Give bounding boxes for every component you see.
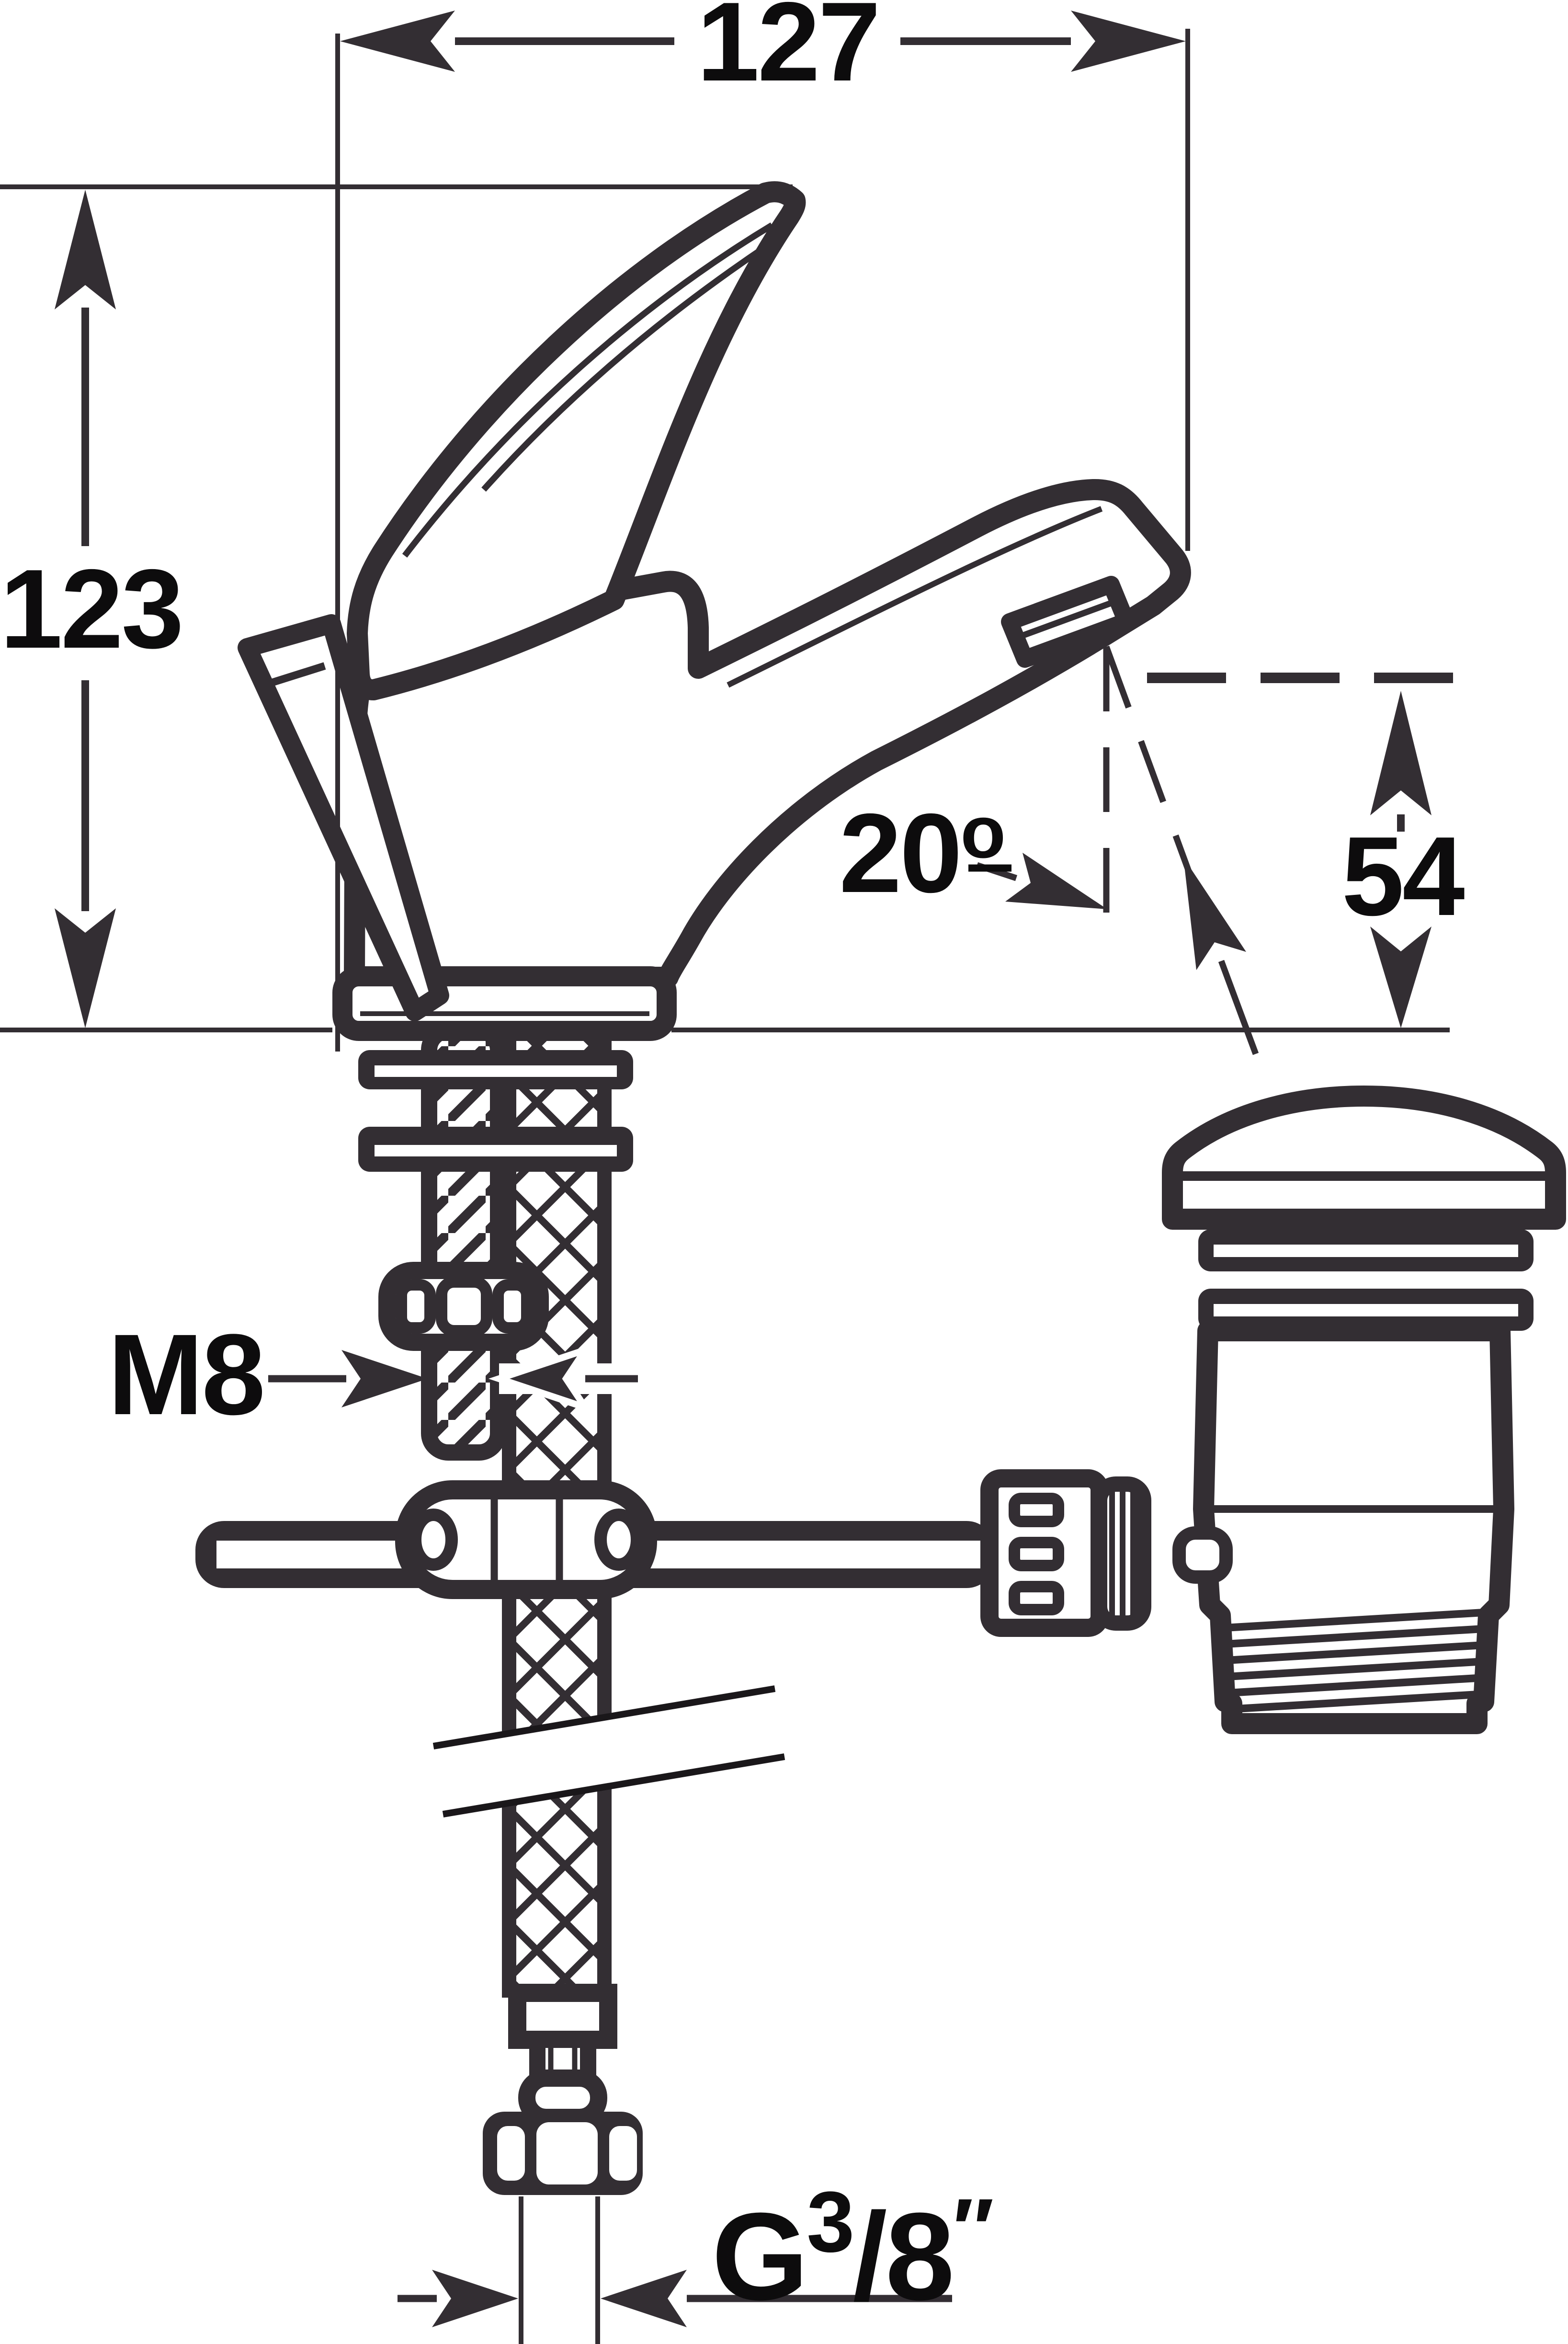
arrow-right-icon — [341, 1350, 428, 1407]
stud-hatch — [432, 1034, 495, 1450]
clamp-body — [395, 1480, 657, 1599]
arrow-left-icon — [601, 2270, 687, 2327]
gland-slot — [1009, 1581, 1064, 1615]
waste-ring-gap — [1214, 1245, 1518, 1257]
waste-ring-gap — [1214, 1304, 1518, 1316]
handle-tab — [238, 614, 449, 1021]
port-hole — [1172, 1526, 1233, 1584]
reference-lines — [0, 29, 1450, 2344]
washer-plate-gap — [375, 1065, 617, 1077]
angle-ordinal: o — [960, 790, 1004, 873]
hose-braid-lower — [509, 1786, 604, 1998]
label-spout-height-54: 54 — [1341, 813, 1465, 939]
dimension-54 — [1370, 691, 1432, 1028]
hose-break-mark — [442, 1753, 785, 1818]
labels: 127 123 54 20o M8 G3/8″ — [0, 0, 1466, 2326]
nut-facet — [536, 2122, 598, 2184]
gland-slot — [1009, 1493, 1064, 1527]
tab-body — [238, 614, 449, 1021]
nut-facet — [492, 1279, 533, 1334]
nut-facet — [609, 2126, 637, 2181]
waste-thread — [1225, 1609, 1486, 1713]
hose-break-mark — [432, 1685, 776, 1749]
m8-threaded-stud — [421, 1023, 506, 1461]
aerator — [1001, 576, 1135, 668]
g38-unit: ″ — [953, 2181, 992, 2277]
angle-number: 20 — [839, 790, 960, 916]
label-width-127: 127 — [697, 0, 879, 104]
spout-contour-line — [727, 506, 1103, 688]
label-g38: G3/8″ — [712, 2174, 992, 2326]
hose-collar — [518, 2070, 607, 2126]
arrow-up-icon — [55, 190, 116, 309]
lever-handle — [347, 181, 806, 700]
dimension-127 — [340, 11, 1186, 72]
g38-sup: 3 — [807, 2174, 852, 2270]
g38-hex-nut — [483, 2112, 643, 2195]
aerator-line — [1017, 597, 1120, 640]
angle-arrow-icon — [1005, 853, 1107, 909]
washer-plate-gap — [375, 1145, 617, 1156]
handle-contour-line — [481, 243, 768, 492]
dimension-123 — [55, 190, 116, 1028]
arrow-right-icon — [1071, 11, 1186, 72]
nut-facet — [436, 1276, 492, 1337]
dimension-m8 — [268, 1343, 639, 1414]
arrow-right-icon — [432, 2270, 518, 2327]
label-angle-20: 20o — [839, 790, 1004, 916]
gland-slot — [1009, 1537, 1064, 1571]
arrow-tail — [1218, 960, 1259, 1055]
nut-facet — [497, 2126, 525, 2181]
m8-nut — [378, 1262, 549, 1351]
rod-clamp — [395, 1480, 657, 1599]
handle-contour-line — [402, 222, 774, 558]
label-height-123: 123 — [0, 546, 182, 672]
arrow-left-icon — [488, 1343, 594, 1414]
label-m8: M8 — [108, 1310, 263, 1439]
waste-plug-cap — [1162, 1086, 1566, 1230]
aerator-line — [1027, 612, 1128, 655]
clamp-hole — [409, 1509, 458, 1571]
pop-up-waste — [980, 1086, 1566, 1734]
angle-arrow-icon — [1183, 858, 1246, 970]
arrow-left-icon — [340, 11, 455, 72]
g38-base: G — [712, 2187, 807, 2326]
tab-facet-line — [260, 662, 326, 690]
mixer-faucet — [238, 181, 1191, 1041]
mounting-washer-plates — [358, 1050, 633, 1172]
arrow-down-icon — [55, 908, 116, 1028]
arrow-down-icon — [1370, 926, 1432, 1028]
rod-gland — [980, 1469, 1233, 1637]
g38-den: /8 — [852, 2187, 953, 2326]
clamp-hole — [594, 1509, 643, 1571]
base-flange — [332, 966, 677, 1041]
dimension-g38 — [398, 2270, 952, 2327]
nut-facet — [396, 1279, 436, 1334]
arrow-up-icon — [1370, 691, 1432, 815]
